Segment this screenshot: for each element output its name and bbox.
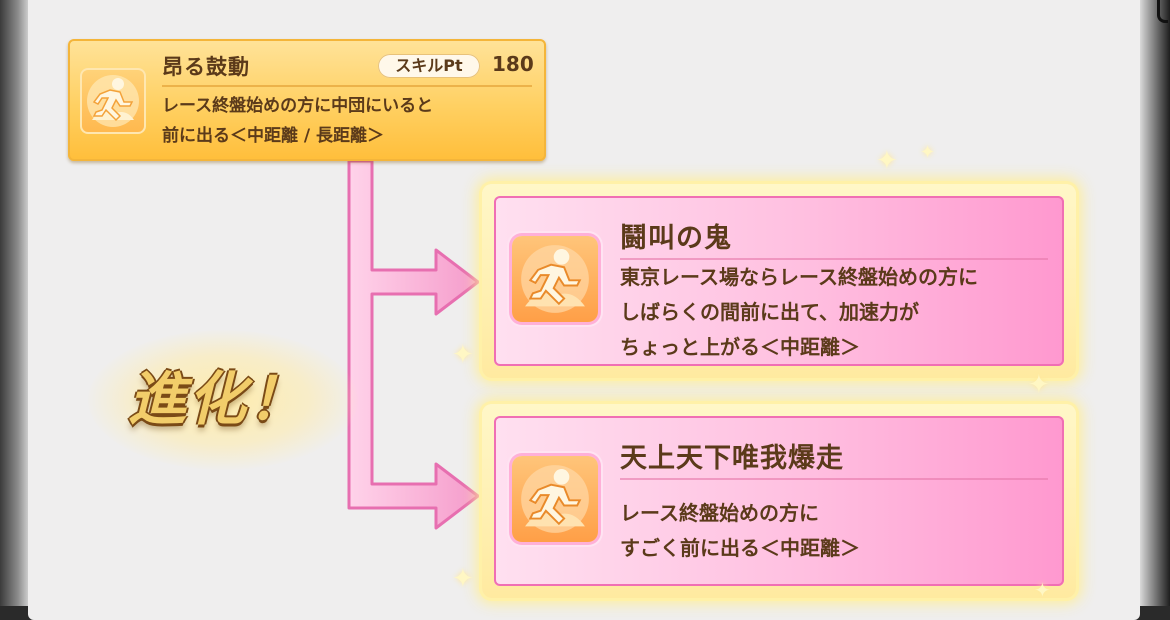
running-figure-skill-icon: [512, 456, 598, 542]
sparkle-icon: ✦: [1034, 578, 1051, 602]
source-skill-name: 昂る鼓動: [162, 55, 250, 79]
right-bezel: [1140, 0, 1170, 606]
evolved-skill-card-2[interactable]: 天上天下唯我爆走 レース終盤始めの方に すごく前に出る＜中距離＞: [494, 416, 1064, 586]
sparkle-icon: ✦: [452, 340, 474, 370]
connector-stem: [347, 159, 480, 530]
source-skill-card[interactable]: 昂る鼓動 スキルPt 180 レース終盤始めの方に中団にいると 前に出る＜中距離…: [68, 39, 546, 161]
source-skill-description: レース終盤始めの方に中団にいると 前に出る＜中距離 / 長距離＞: [162, 96, 434, 146]
skill-pt-value: 180: [492, 52, 534, 76]
evolution-connector: [347, 159, 480, 530]
sparkle-icon: ✦: [452, 564, 474, 594]
evolved-skill-description-1: 東京レース場ならレース終盤始めの方に しばらくの間前に出て、加速力が ちょっと上…: [620, 265, 978, 359]
sparkle-icon: ✦: [920, 142, 936, 163]
evolved-divider-1: [620, 258, 1048, 260]
running-figure-skill-icon: [80, 68, 146, 134]
running-figure-skill-icon: [512, 236, 598, 322]
skill-pt-label: スキルPt: [378, 54, 480, 78]
evolved-skill-description-2: レース終盤始めの方に すごく前に出る＜中距離＞: [620, 501, 860, 560]
sparkle-icon: ✦: [876, 146, 898, 176]
evolved-skill-name-2: 天上天下唯我爆走: [620, 443, 844, 474]
evolved-skill-name-1: 鬪叫の鬼: [620, 223, 732, 254]
left-bezel: [0, 0, 30, 606]
source-divider: [162, 85, 532, 87]
sparkle-icon: ✦: [1028, 370, 1050, 400]
evolution-label: 進化！: [128, 365, 309, 433]
corner-bracket-icon: [1157, 0, 1168, 23]
evolution-glow: [88, 330, 358, 470]
evolved-divider-2: [620, 478, 1048, 480]
evolved-skill-card-1[interactable]: 鬪叫の鬼 東京レース場ならレース終盤始めの方に しばらくの間前に出て、加速力が …: [494, 196, 1064, 366]
